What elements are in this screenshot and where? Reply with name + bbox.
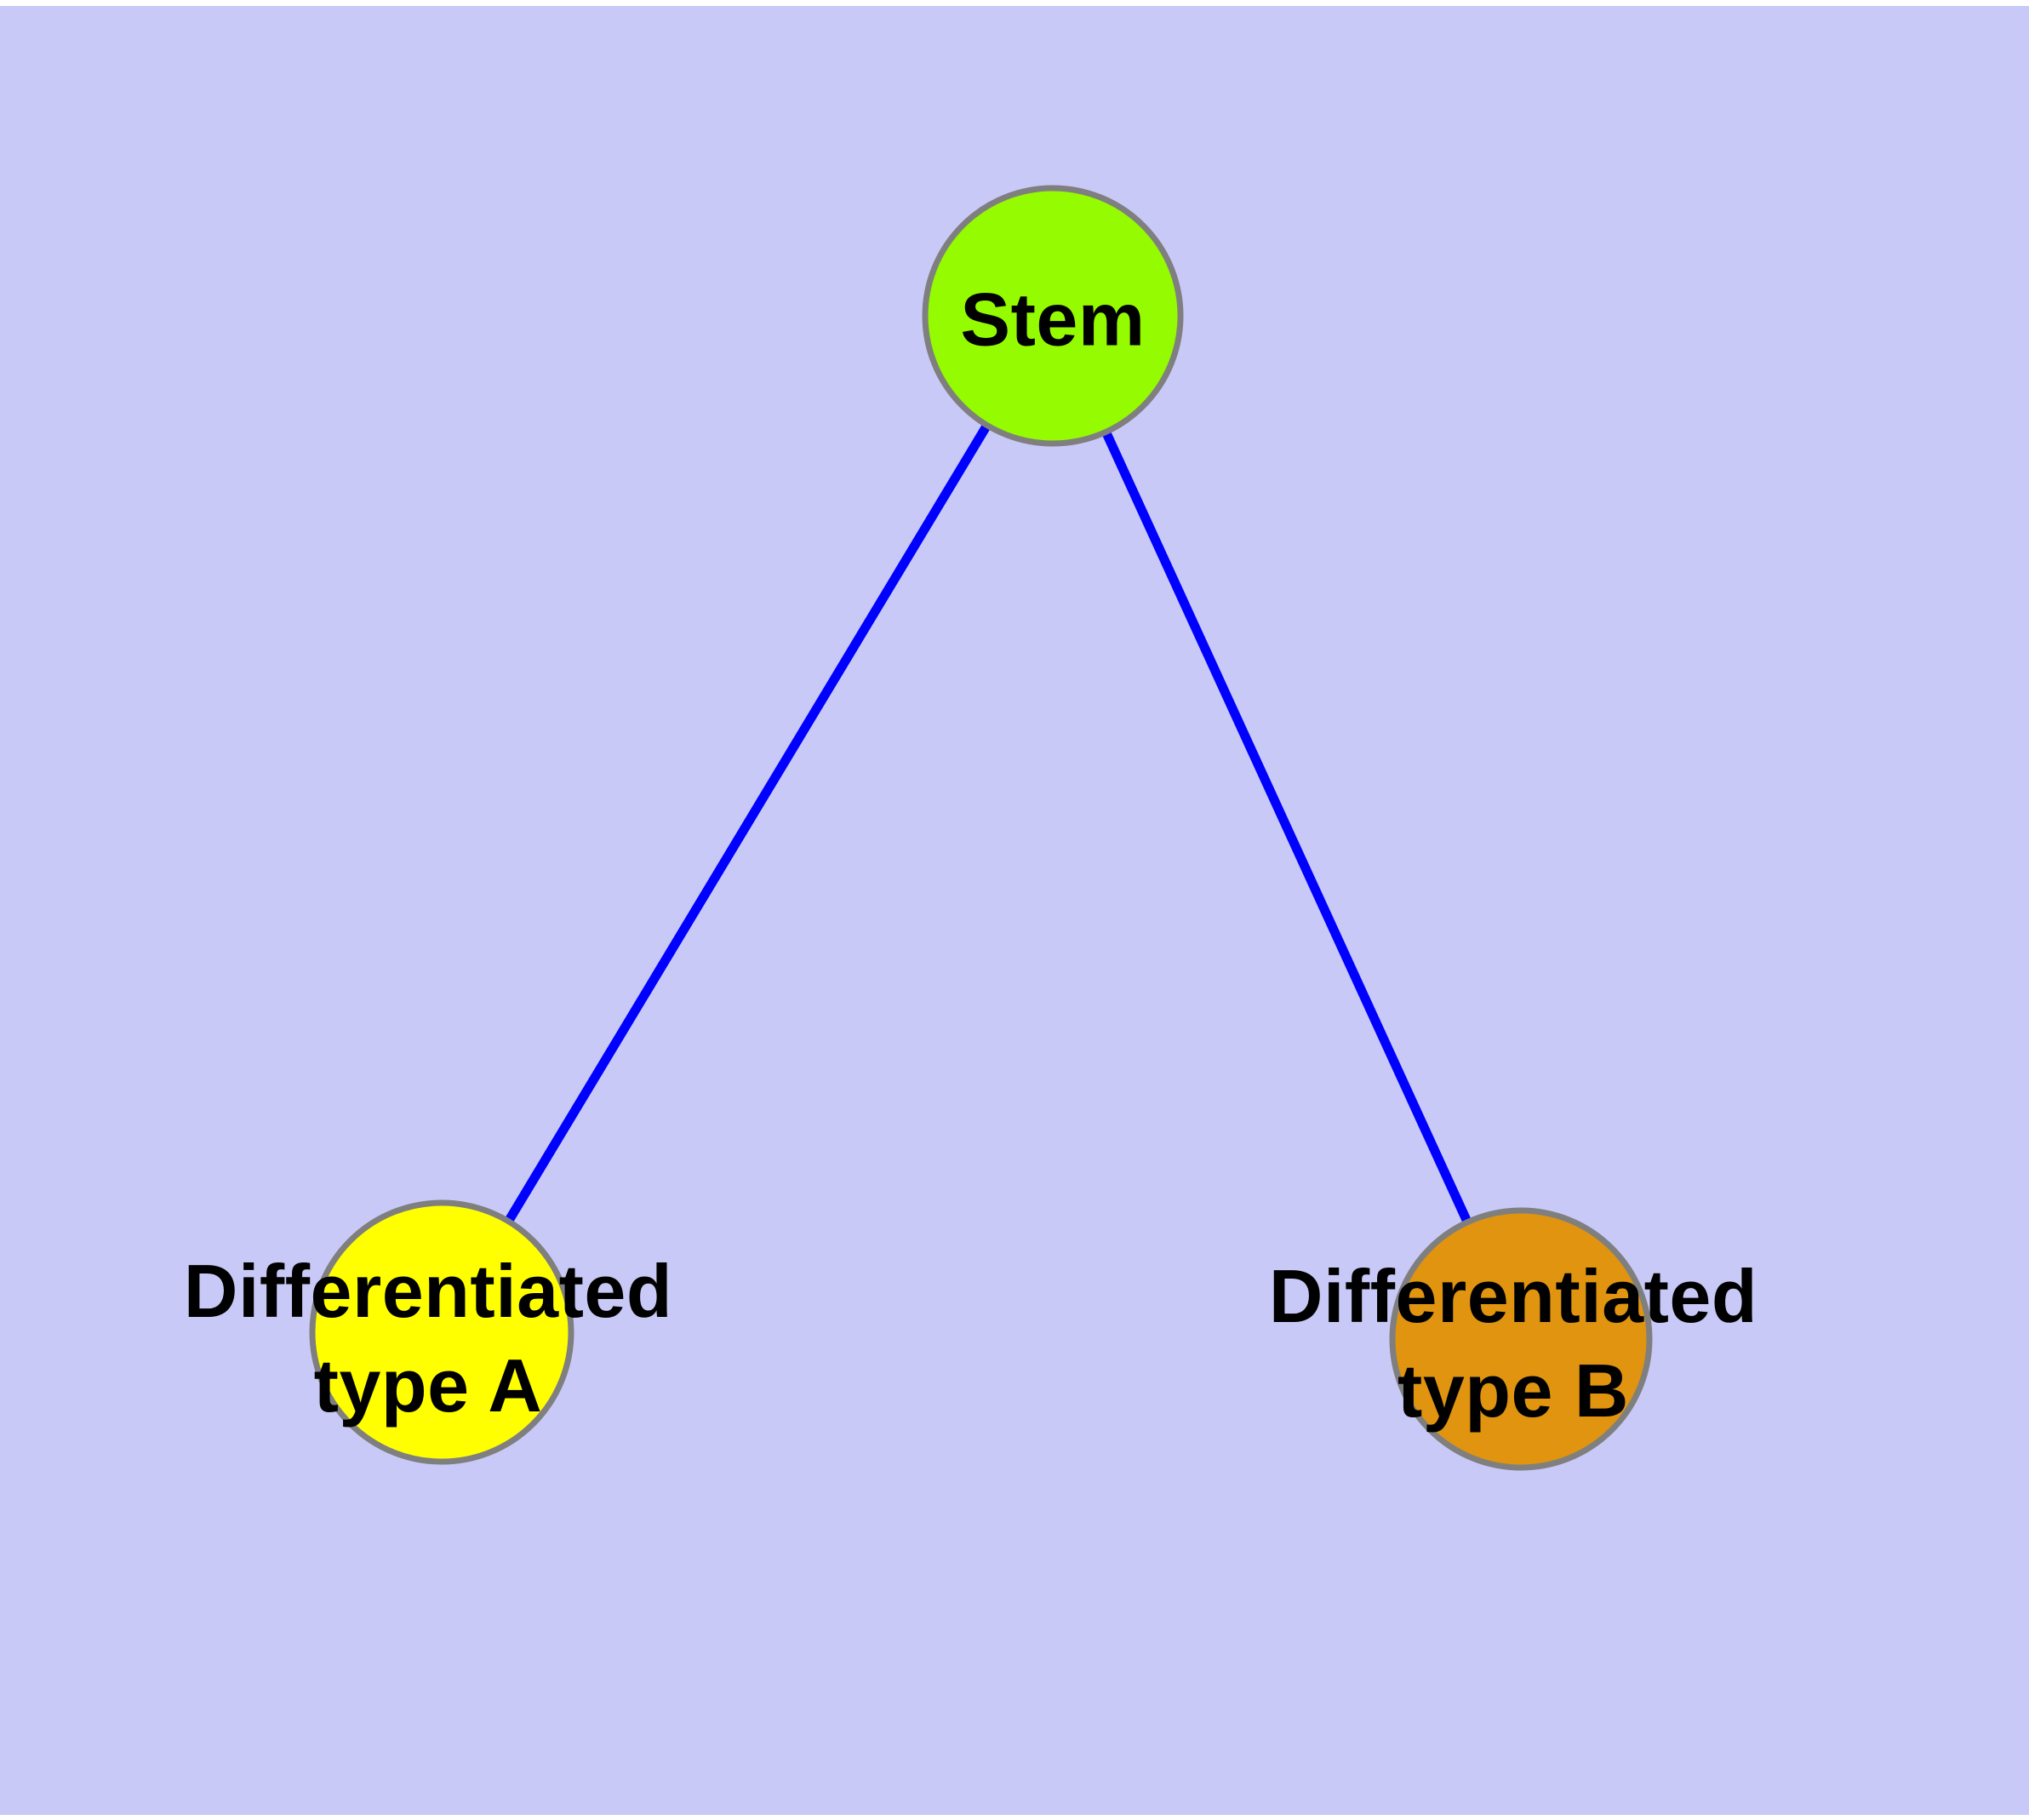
edge-stem-to-type-a xyxy=(437,313,1057,1335)
node-label-stem: Stem xyxy=(960,277,1146,362)
node-differentiated-type-a xyxy=(309,1199,574,1465)
node-differentiated-type-b xyxy=(1389,1207,1653,1471)
node-label-differentiated-type-b: Differentiated type B xyxy=(1268,1254,1758,1433)
node-stem xyxy=(922,185,1184,447)
node-label-differentiated-type-a: Differentiated type A xyxy=(183,1249,673,1428)
edge-stem-to-type-b xyxy=(1048,313,1526,1342)
